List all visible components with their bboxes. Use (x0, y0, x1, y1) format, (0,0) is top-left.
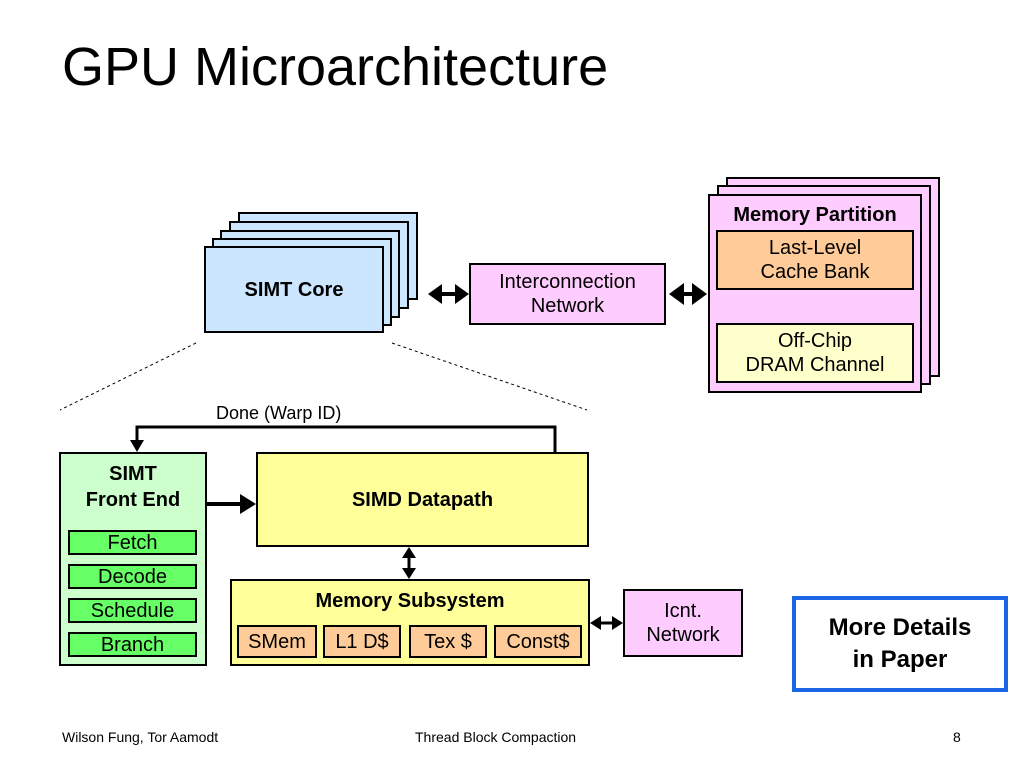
icnt-line1: Icnt. (664, 600, 702, 622)
llc-line1: Last-Level (768, 237, 862, 259)
more-details-callout: More Details in Paper (792, 596, 1008, 692)
simd-datapath-box: SIMD Datapath (256, 452, 589, 547)
stage-schedule-label: Schedule (90, 599, 175, 622)
simt-core-box: SIMT Core (204, 246, 384, 333)
mem-unit-smem-label: SMem (248, 630, 306, 653)
dram-channel-box: Off-Chip DRAM Channel (716, 323, 914, 383)
mem-unit-l1d-label: L1 D$ (335, 630, 389, 653)
stage-decode: Decode (68, 564, 197, 589)
footer-title: Thread Block Compaction (415, 729, 577, 745)
mem-unit-l1d: L1 D$ (323, 625, 401, 658)
zoom-line-left (59, 342, 197, 411)
simd-datapath-label: SIMD Datapath (351, 489, 494, 511)
arrow-core-interconnect (428, 284, 469, 304)
interconnection-network-box: Interconnection Network (469, 263, 666, 325)
front-end-line2: Front End (85, 489, 181, 511)
zoom-line-right (391, 342, 588, 411)
memory-partition-label: Memory Partition (733, 204, 897, 226)
stage-schedule: Schedule (68, 598, 197, 623)
stage-fetch: Fetch (68, 530, 197, 555)
page-number: 8 (953, 729, 961, 745)
llc-line2: Cache Bank (760, 261, 870, 283)
simt-core-label: SIMT Core (244, 278, 344, 301)
interconnect-line1: Interconnection (499, 271, 636, 293)
stage-branch: Branch (68, 632, 197, 657)
stage-fetch-label: Fetch (107, 531, 158, 554)
slide-title: GPU Microarchitecture (62, 37, 609, 97)
mem-unit-tex-label: Tex $ (424, 630, 472, 653)
mem-unit-const-label: Const$ (506, 630, 570, 653)
simt-front-end-box (59, 452, 207, 666)
done-feedback-arrow (130, 425, 557, 452)
arrow-memory-icnt (590, 616, 623, 630)
memory-subsystem-label: Memory Subsystem (315, 590, 505, 612)
stage-branch-label: Branch (100, 633, 165, 656)
interconnect-line2: Network (530, 295, 605, 317)
mem-unit-smem: SMem (237, 625, 317, 658)
callout-line1: More Details (828, 613, 972, 641)
arrow-datapath-memory (402, 547, 416, 579)
front-end-line1: SIMT (109, 463, 157, 485)
arrow-frontend-datapath (207, 494, 256, 514)
done-warp-id-label: Done (Warp ID) (216, 403, 342, 423)
callout-line2: in Paper (852, 646, 948, 673)
mem-unit-tex: Tex $ (409, 625, 487, 658)
stage-decode-label: Decode (98, 565, 167, 588)
arrow-interconnect-memory (669, 283, 707, 305)
mem-unit-const: Const$ (494, 625, 582, 658)
dram-line1: Off-Chip (777, 330, 853, 352)
dram-line2: DRAM Channel (745, 354, 885, 376)
icnt-line2: Network (646, 624, 720, 646)
footer-authors: Wilson Fung, Tor Aamodt (62, 729, 219, 745)
front-end-title: SIMT Front End (59, 461, 207, 513)
icnt-network-box: Icnt. Network (623, 589, 743, 657)
last-level-cache-box: Last-Level Cache Bank (716, 230, 914, 290)
